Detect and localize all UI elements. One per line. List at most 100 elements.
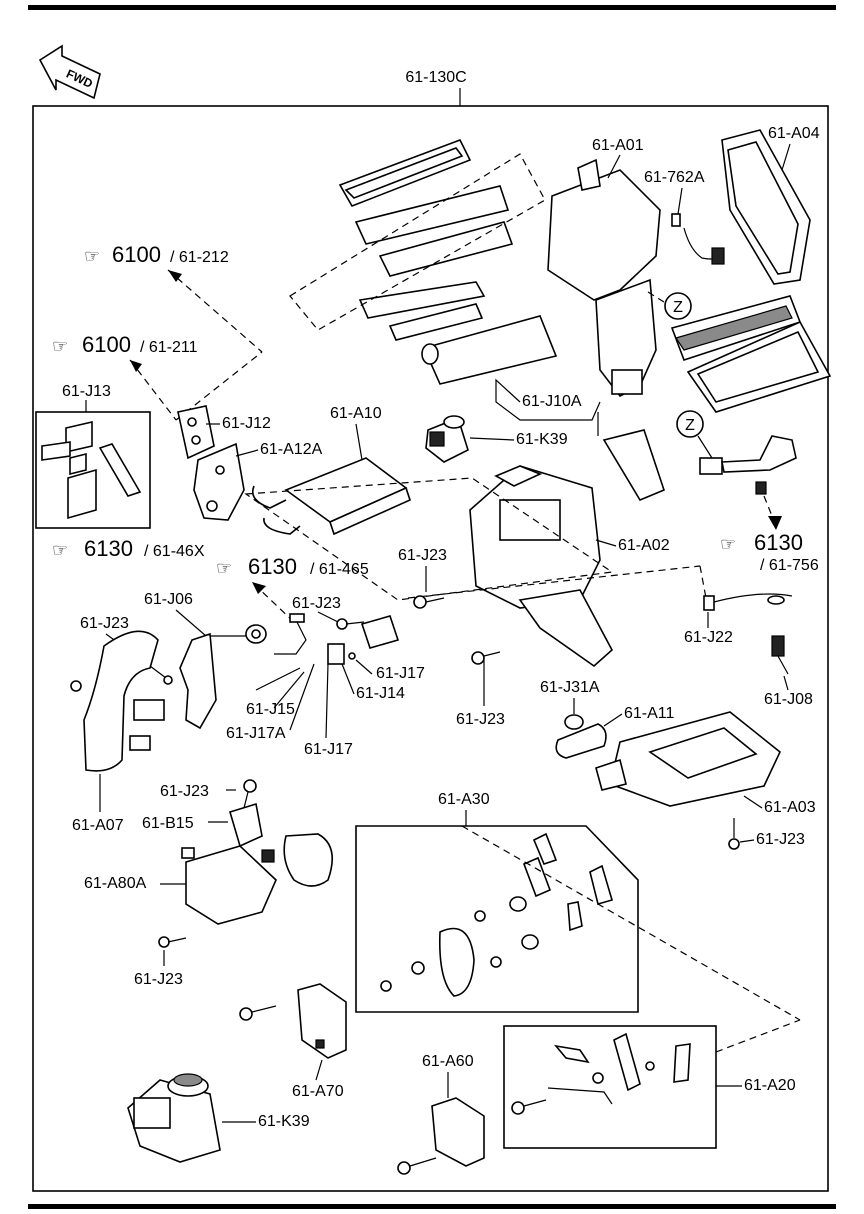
part-A11-seal [555, 723, 607, 759]
part-J17-block [360, 615, 400, 649]
screw-J23-bottom [158, 936, 187, 948]
label-B15: 61-B15 [142, 815, 194, 832]
part-J13-pads [41, 420, 142, 520]
label-A11: 61-A11 [624, 705, 675, 722]
part-A20-box [503, 1025, 717, 1149]
label-A01: 61-A01 [592, 137, 644, 154]
ref-6130-756-major: 6130 [754, 530, 803, 555]
label-J10A: 61-J10A [522, 393, 582, 410]
label-J23-left: 61-J23 [80, 615, 129, 632]
label-J15: 61-J15 [246, 701, 295, 718]
zone-marker-lower-label: Z [685, 417, 695, 434]
label-J17A: 61-J17A [226, 725, 286, 742]
label-J13: 61-J13 [62, 383, 111, 400]
label-A60: 61-A60 [422, 1053, 474, 1070]
part-A20-links [511, 1032, 691, 1115]
label-J23-center: 61-J23 [398, 547, 447, 564]
part-J13-box [35, 411, 151, 529]
label-A30: 61-A30 [438, 791, 490, 808]
part-A70-module [297, 983, 347, 1059]
label-A02: 61-A02 [618, 537, 670, 554]
screw-J23-mid [471, 651, 501, 665]
case-upper-A01 [547, 158, 661, 398]
part-A03-case-lower [595, 711, 781, 807]
label-J23-clip: 61-J23 [292, 595, 341, 612]
part-J31A-ring [564, 714, 584, 730]
part-J14-clip [327, 643, 356, 665]
ref-6130-46x-minor: / 61-46X [144, 543, 205, 560]
label-A12A: 61-A12A [260, 441, 323, 458]
ref-6130-756-minor: / 61-756 [760, 557, 819, 574]
label-J31A: 61-J31A [540, 679, 600, 696]
part-K39-top-motor [425, 415, 469, 463]
part-A30-box [355, 825, 639, 1013]
part-A02-case [469, 429, 665, 668]
label-A04: 61-A04 [768, 125, 820, 142]
ref-6100-211: ☞ 6100 / 61-211 [52, 332, 198, 357]
label-J23-right: 61-J23 [756, 831, 805, 848]
part-A30-links [380, 832, 613, 997]
label-K39-bottom: 61-K39 [258, 1113, 310, 1130]
ref-6100-211-minor: / 61-211 [140, 339, 198, 356]
label-J12: 61-J12 [222, 415, 271, 432]
ref-6130-46x-major: 6130 [84, 536, 133, 561]
ref-6130-756: ☞ 6130 / 61-756 [720, 530, 819, 574]
ref-6100-212-minor: / 61-212 [170, 249, 229, 266]
hand-icon-3: ☞ [52, 540, 68, 560]
part-B15-actuator [229, 802, 263, 848]
bottom-rule [28, 1204, 836, 1209]
part-J06-bushing [245, 624, 267, 644]
screw-J23-center [413, 595, 445, 609]
screw-J23-right [728, 818, 740, 850]
part-K39-bottom-motor [127, 1073, 221, 1163]
part-J12-bracket [177, 405, 215, 460]
part-J22-wire [703, 593, 793, 611]
fwd-arrow-icon: FWD [38, 44, 101, 100]
label-J23-top: 61-J23 [160, 783, 209, 800]
hand-icon-1: ☞ [84, 246, 100, 266]
ref-6100-211-major: 6100 [82, 332, 131, 357]
part-A80A-seal [283, 833, 334, 887]
part-A04-cover [721, 129, 811, 285]
label-K39-top: 61-K39 [516, 431, 568, 448]
zone-marker-upper [664, 292, 692, 320]
part-A60-module [431, 1097, 485, 1167]
assembly-frame [32, 105, 829, 1192]
label-J23-bottom: 61-J23 [134, 971, 183, 988]
assembly-label: 61-130C [405, 69, 466, 86]
zone-marker-upper-label: Z [673, 299, 683, 316]
label-762A: 61-762A [644, 169, 705, 186]
part-J08-connector [771, 635, 789, 675]
label-J23-mid: 61-J23 [456, 711, 505, 728]
label-A80A: 61-A80A [84, 875, 147, 892]
screw-J23-clip [336, 618, 365, 630]
label-J08: 61-J08 [764, 691, 813, 708]
label-J22: 61-J22 [684, 629, 733, 646]
part-A80A-housing [181, 845, 277, 925]
top-rule [28, 5, 836, 10]
label-A10: 61-A10 [330, 405, 382, 422]
zone-marker-lower [676, 410, 704, 438]
part-A04-filters [670, 295, 832, 413]
label-J17-small: 61-J17 [376, 665, 425, 682]
part-A12A-bracket [193, 442, 245, 521]
label-A07: 61-A07 [72, 817, 124, 834]
hand-icon-2: ☞ [52, 336, 68, 356]
part-aspirator-hose [699, 435, 797, 495]
ref-6130-465: ☞ 6130 / 61-465 [216, 554, 369, 579]
ref-6100-212: ☞ 6100 / 61-212 [84, 242, 229, 267]
ref-6130-465-major: 6130 [248, 554, 297, 579]
part-A07-duct [70, 630, 217, 772]
screw-A60 [397, 1157, 437, 1175]
ref-6100-212-major: 6100 [112, 242, 161, 267]
filter-stack [338, 138, 558, 385]
hand-icon-5: ☞ [720, 534, 736, 554]
label-A03: 61-A03 [764, 799, 816, 816]
label-J17: 61-J17 [304, 741, 353, 758]
ref-6130-465-minor: / 61-465 [310, 561, 369, 578]
ref-6130-46x: ☞ 6130 / 61-46X [52, 536, 205, 561]
part-J15-rod [255, 613, 307, 691]
hand-icon-4: ☞ [216, 558, 232, 578]
screw-A70 [239, 1005, 277, 1021]
